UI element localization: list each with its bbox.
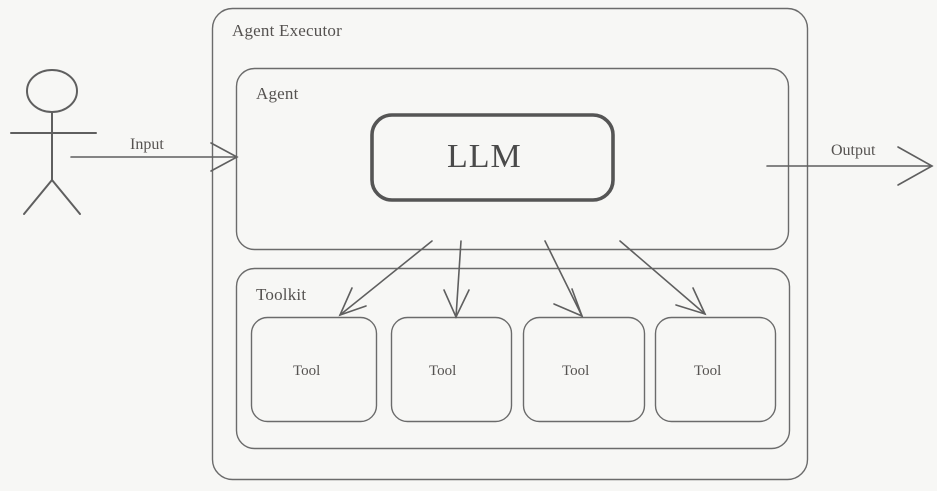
node-tool-1[interactable]	[250, 316, 378, 423]
container-agent-executor[interactable]	[211, 7, 809, 481]
edge-agent-to-tools	[338, 240, 707, 319]
node-label-tool-4: Tool	[694, 363, 722, 379]
edge-output-arrowhead-icon	[897, 146, 934, 186]
node-tool-2[interactable]	[390, 316, 513, 423]
edge-agent-tool-3-line	[544, 240, 583, 317]
user-stick-figure[interactable]	[10, 69, 97, 215]
container-agent[interactable]	[235, 67, 790, 251]
edge-agent-tool-2-arrowhead-icon	[443, 289, 470, 319]
edge-label-input: Input	[130, 136, 164, 153]
node-tool-3[interactable]	[522, 316, 646, 423]
edge-input-arrow	[70, 142, 239, 172]
container-label-toolkit: Toolkit	[256, 285, 307, 304]
edge-agent-tool-2-line	[455, 240, 462, 318]
node-tool-4[interactable]	[654, 316, 777, 423]
node-label-tool-1: Tool	[293, 363, 321, 379]
edge-agent-tool-4-line	[619, 240, 706, 315]
container-toolkit[interactable]	[235, 267, 791, 450]
node-label-tool-3: Tool	[562, 363, 590, 379]
edge-output-arrow	[766, 146, 934, 186]
edge-label-output: Output	[831, 142, 876, 159]
node-label-llm: LLM	[447, 138, 522, 175]
stick-figure-leg-right	[51, 179, 81, 215]
container-label-agent-executor: Agent Executor	[232, 21, 342, 40]
edge-agent-tool-1-line	[339, 240, 433, 316]
edge-agent-tool-3-arrowhead-icon	[553, 288, 584, 318]
stick-figure-head-icon	[26, 69, 78, 113]
node-label-tool-2: Tool	[429, 363, 457, 379]
node-llm[interactable]	[370, 113, 615, 202]
edge-agent-tool-1-arrowhead-icon	[338, 287, 367, 317]
container-label-agent: Agent	[256, 84, 299, 103]
edge-input-arrowhead-icon	[210, 142, 239, 172]
edge-agent-tool-4-arrowhead-icon	[675, 287, 707, 316]
stick-figure-leg-left	[23, 179, 53, 215]
